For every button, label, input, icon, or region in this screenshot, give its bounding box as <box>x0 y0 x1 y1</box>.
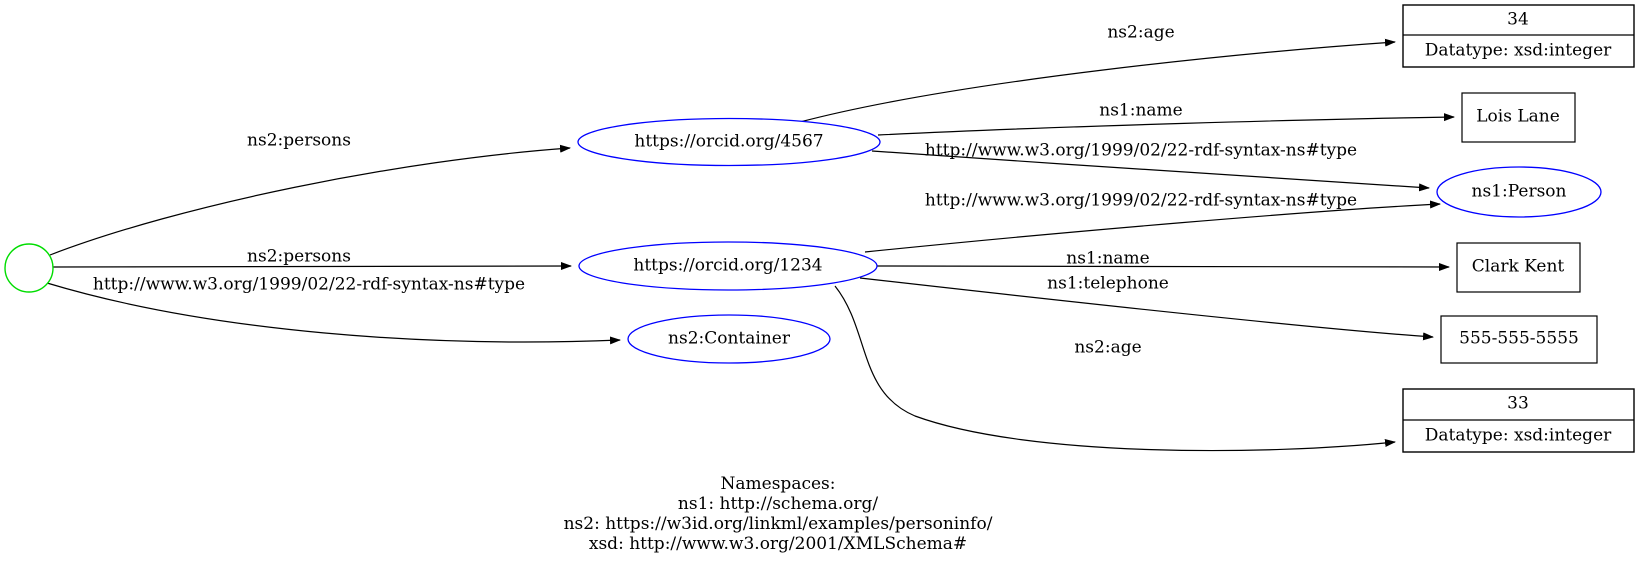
node-phone-box <box>1440 315 1598 364</box>
edge-age-1234 <box>834 285 1396 452</box>
node-lois-lane-label: Lois Lane <box>1476 106 1560 127</box>
edge-label-type-1234: http://www.w3.org/1999/02/22-rdf-syntax-… <box>924 190 1358 211</box>
edge-persons-top <box>49 144 571 256</box>
edge-label-age-4567: ns2:age <box>1107 22 1175 43</box>
edge-label-telephone-1234: ns1:telephone <box>1047 273 1169 294</box>
node-container-label: ns2:Container <box>668 328 790 349</box>
node-age-33-datatype: Datatype: xsd:integer <box>1424 425 1612 446</box>
node-person-label: ns1:Person <box>1471 181 1567 202</box>
node-lois-lane-box <box>1461 92 1576 143</box>
edge-label-age-1234: ns2:age <box>1074 337 1142 358</box>
node-orcid-1234 <box>578 241 878 291</box>
node-age-33-value: 33 <box>1507 393 1529 414</box>
edge-label-name-4567: ns1:name <box>1099 100 1183 121</box>
edge-name-1234 <box>876 262 1450 271</box>
namespace-ns2: ns2: https://w3id.org/linkml/examples/pe… <box>563 514 993 534</box>
node-orcid-1234-label: https://orcid.org/1234 <box>633 255 823 276</box>
node-age-34-value: 34 <box>1507 9 1529 30</box>
root-blank-node <box>4 243 54 293</box>
node-age-34-box <box>1402 4 1635 68</box>
node-age-34-datatype: Datatype: xsd:integer <box>1424 40 1612 61</box>
namespace-ns1: ns1: http://schema.org/ <box>677 494 879 514</box>
edge-label-name-1234: ns1:name <box>1066 248 1150 269</box>
node-person <box>1436 166 1602 218</box>
node-container <box>627 314 831 364</box>
edge-label-persons-top: ns2:persons <box>247 130 351 151</box>
edge-type-4567-person <box>871 150 1430 192</box>
edge-age-4567 <box>799 38 1396 123</box>
node-clark-kent-box <box>1456 242 1581 293</box>
node-orcid-4567 <box>577 117 881 167</box>
edge-telephone-1234 <box>859 277 1434 341</box>
node-clark-kent-label: Clark Kent <box>1471 256 1565 277</box>
edge-persons-mid <box>52 262 572 271</box>
edge-type-1234-person <box>864 200 1441 253</box>
edge-name-4567 <box>877 113 1455 136</box>
edge-label-type-4567: http://www.w3.org/1999/02/22-rdf-syntax-… <box>924 140 1358 161</box>
node-phone-label: 555-555-5555 <box>1459 328 1579 349</box>
namespaces-legend: Namespaces: ns1: http://schema.org/ ns2:… <box>468 474 1088 554</box>
edge-label-persons-mid: ns2:persons <box>247 246 351 267</box>
node-orcid-4567-label: https://orcid.org/4567 <box>634 131 824 152</box>
edge-label-type-root: http://www.w3.org/1999/02/22-rdf-syntax-… <box>92 274 526 295</box>
edge-type-root-container <box>46 282 621 345</box>
namespaces-title: Namespaces: <box>720 474 836 494</box>
namespace-xsd: xsd: http://www.w3.org/2001/XMLSchema# <box>588 534 968 554</box>
